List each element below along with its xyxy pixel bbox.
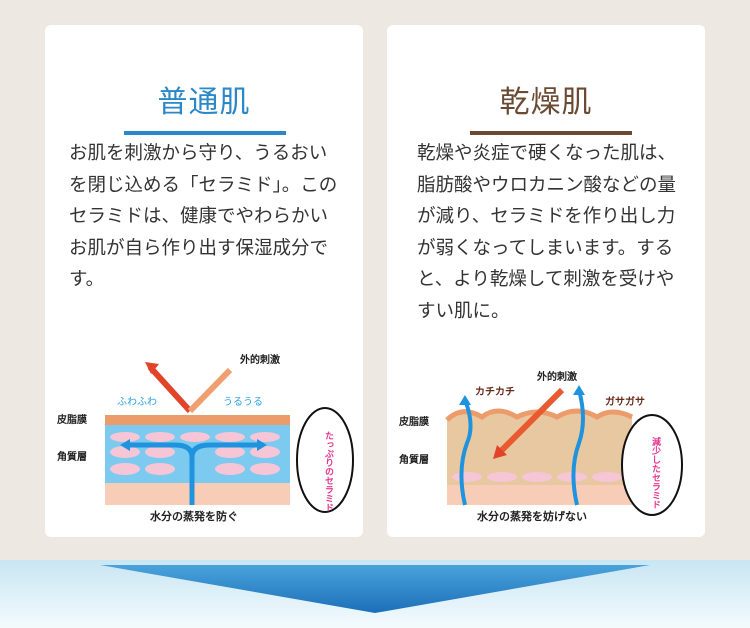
ceramide-bubble-text: たっぷりのセラミド (323, 431, 335, 512)
title-underline (124, 131, 286, 135)
diagram-caption: 水分の蒸発を防ぐ (150, 509, 238, 523)
ceramide-bubble-text: 減少したセラミド (650, 436, 662, 509)
title-underline (470, 131, 632, 135)
card-title: 普通肌 (157, 85, 251, 120)
diagram-caption: 水分の蒸発を妨げない (477, 509, 587, 523)
layer2-label: 角質層 (399, 453, 429, 466)
normal-skin-card: 普通肌 お肌を刺激から守り、うるおいを閉じ込める「セラミド」。このセラミドは、健… (45, 25, 363, 537)
dry-skin-card: 乾燥肌 乾燥や炎症で硬くなった肌は、脂肪酸やウロカニン酸などの量が減り、セラミド… (387, 25, 705, 537)
external-stimulus-label: 外的刺激 (239, 353, 280, 366)
dry-skin-diagram: 外的刺激 カチカチ ガサガサ 皮脂膜 角質層 水分の蒸発を妨げない 減少したセラ… (398, 370, 683, 523)
external-stimulus-label: 外的刺激 (536, 370, 577, 383)
card-description: お肌を刺激から守り、うるおいを閉じ込める「セラミド」。このセラミドは、健康でやわ… (69, 143, 338, 290)
layer2-label: 角質層 (57, 450, 87, 463)
right-word: うるうる (223, 396, 263, 408)
card-title: 乾燥肌 (499, 85, 593, 120)
left-word: ふわふわ (117, 396, 157, 408)
layer1-label: 皮脂膜 (398, 415, 429, 428)
down-arrow-icon (100, 565, 650, 613)
normal-skin-diagram: 外的刺激 ふわふわ うるうる 皮脂膜 角質層 水分の蒸発を防ぐ たっぷりのセラミ… (56, 353, 354, 523)
left-word: カチカチ (475, 386, 515, 398)
right-word: ガサガサ (605, 395, 645, 408)
layer1-label: 皮脂膜 (56, 413, 87, 426)
card-description: 乾燥や炎症で硬くなった肌は、脂肪酸やウロカニン酸などの量が減り、セラミドを作り出… (417, 143, 677, 322)
